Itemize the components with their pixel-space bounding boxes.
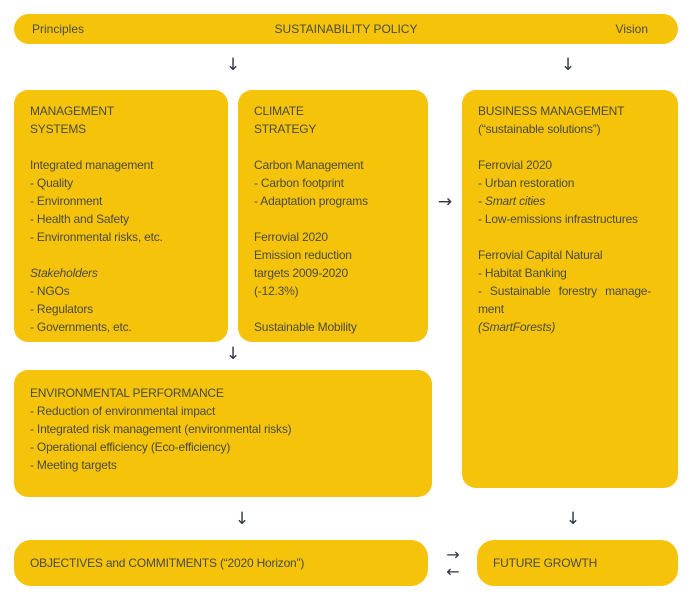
- list-item: - Sustainable forestry manage-: [478, 284, 652, 298]
- box-title: BUSINESS MANAGEMENT: [478, 104, 625, 118]
- box-title-line: CLIMATE: [254, 104, 304, 118]
- business-management-box: BUSINESS MANAGEMENT (“sustainable soluti…: [462, 90, 678, 488]
- group-title: Ferrovial Capital Natural: [478, 248, 603, 262]
- arrow-right-icon: →: [437, 192, 453, 212]
- header-bar: Principles SUSTAINABILITY POLICY Vision: [14, 14, 678, 44]
- box-subtitle: (“sustainable solutions”): [478, 122, 601, 136]
- arrow-left-icon: ←: [446, 562, 460, 581]
- page-title: SUSTAINABILITY POLICY: [274, 22, 418, 36]
- objectives-commitments-bar: OBJECTIVES and COMMITMENTS (“2020 Horizo…: [14, 540, 428, 586]
- bar-label: OBJECTIVES and COMMITMENTS (“2020 Horizo…: [30, 556, 305, 570]
- box-title: ENVIRONMENTAL PERFORMANCE: [30, 386, 224, 400]
- group-title: Stakeholders: [30, 266, 98, 280]
- list-item: - Adaptation programs: [254, 194, 368, 208]
- list-item: - Health and Safety: [30, 212, 129, 226]
- text-line: Ferrovial 2020: [254, 230, 328, 244]
- text-line: Emission reduction: [254, 248, 352, 262]
- list-item: - Smart cities: [478, 194, 546, 208]
- list-item: - Quality: [30, 176, 73, 190]
- list-item: (SmartForests): [478, 320, 556, 334]
- list-item: - Regulators: [30, 302, 93, 316]
- arrow-right-icon: →: [446, 545, 460, 564]
- principles-label: Principles: [32, 22, 85, 36]
- list-item: - Operational efficiency (Eco-efficiency…: [30, 440, 231, 454]
- group-title: Ferrovial 2020: [478, 158, 552, 172]
- arrow-down-icon: ↓: [225, 344, 241, 364]
- box-title-line: SYSTEMS: [30, 122, 86, 136]
- group-title: Integrated management: [30, 158, 154, 172]
- text-line: (-12.3%): [254, 284, 299, 298]
- arrow-down-icon: ↓: [565, 509, 581, 529]
- list-item: - Reduction of environmental impact: [30, 404, 216, 418]
- arrow-down-icon: ↓: [225, 55, 241, 75]
- box-title-line: STRATEGY: [254, 122, 317, 136]
- list-item: - Low-emissions infrastructures: [478, 212, 638, 226]
- list-item: - Environment: [30, 194, 103, 208]
- environmental-performance-box: ENVIRONMENTAL PERFORMANCE - Reduction of…: [14, 370, 432, 497]
- list-item: - Environmental risks, etc.: [30, 230, 163, 244]
- list-item: - Urban restoration: [478, 176, 575, 190]
- management-systems-box: MANAGEMENT SYSTEMS Integrated management…: [14, 90, 228, 342]
- box-title-line: MANAGEMENT: [30, 104, 115, 118]
- climate-strategy-box: CLIMATE STRATEGY Carbon Management - Car…: [238, 90, 428, 342]
- list-item: ment: [478, 302, 504, 316]
- list-item: - Habitat Banking: [478, 266, 567, 280]
- bar-label: FUTURE GROWTH: [493, 556, 598, 570]
- future-growth-box: FUTURE GROWTH: [477, 540, 678, 586]
- list-item: - NGOs: [30, 284, 70, 298]
- arrow-down-icon: ↓: [560, 55, 576, 75]
- list-item: - Carbon footprint: [254, 176, 344, 190]
- group-title: Carbon Management: [254, 158, 364, 172]
- vision-label: Vision: [615, 22, 648, 36]
- list-item: - Meeting targets: [30, 458, 117, 472]
- arrow-down-icon: ↓: [234, 509, 250, 529]
- text-line: targets 2009-2020: [254, 266, 349, 280]
- group-title: Sustainable Mobility: [254, 320, 357, 334]
- list-item: - Governments, etc.: [30, 320, 132, 334]
- list-item: - Integrated risk management (environmen…: [30, 422, 292, 436]
